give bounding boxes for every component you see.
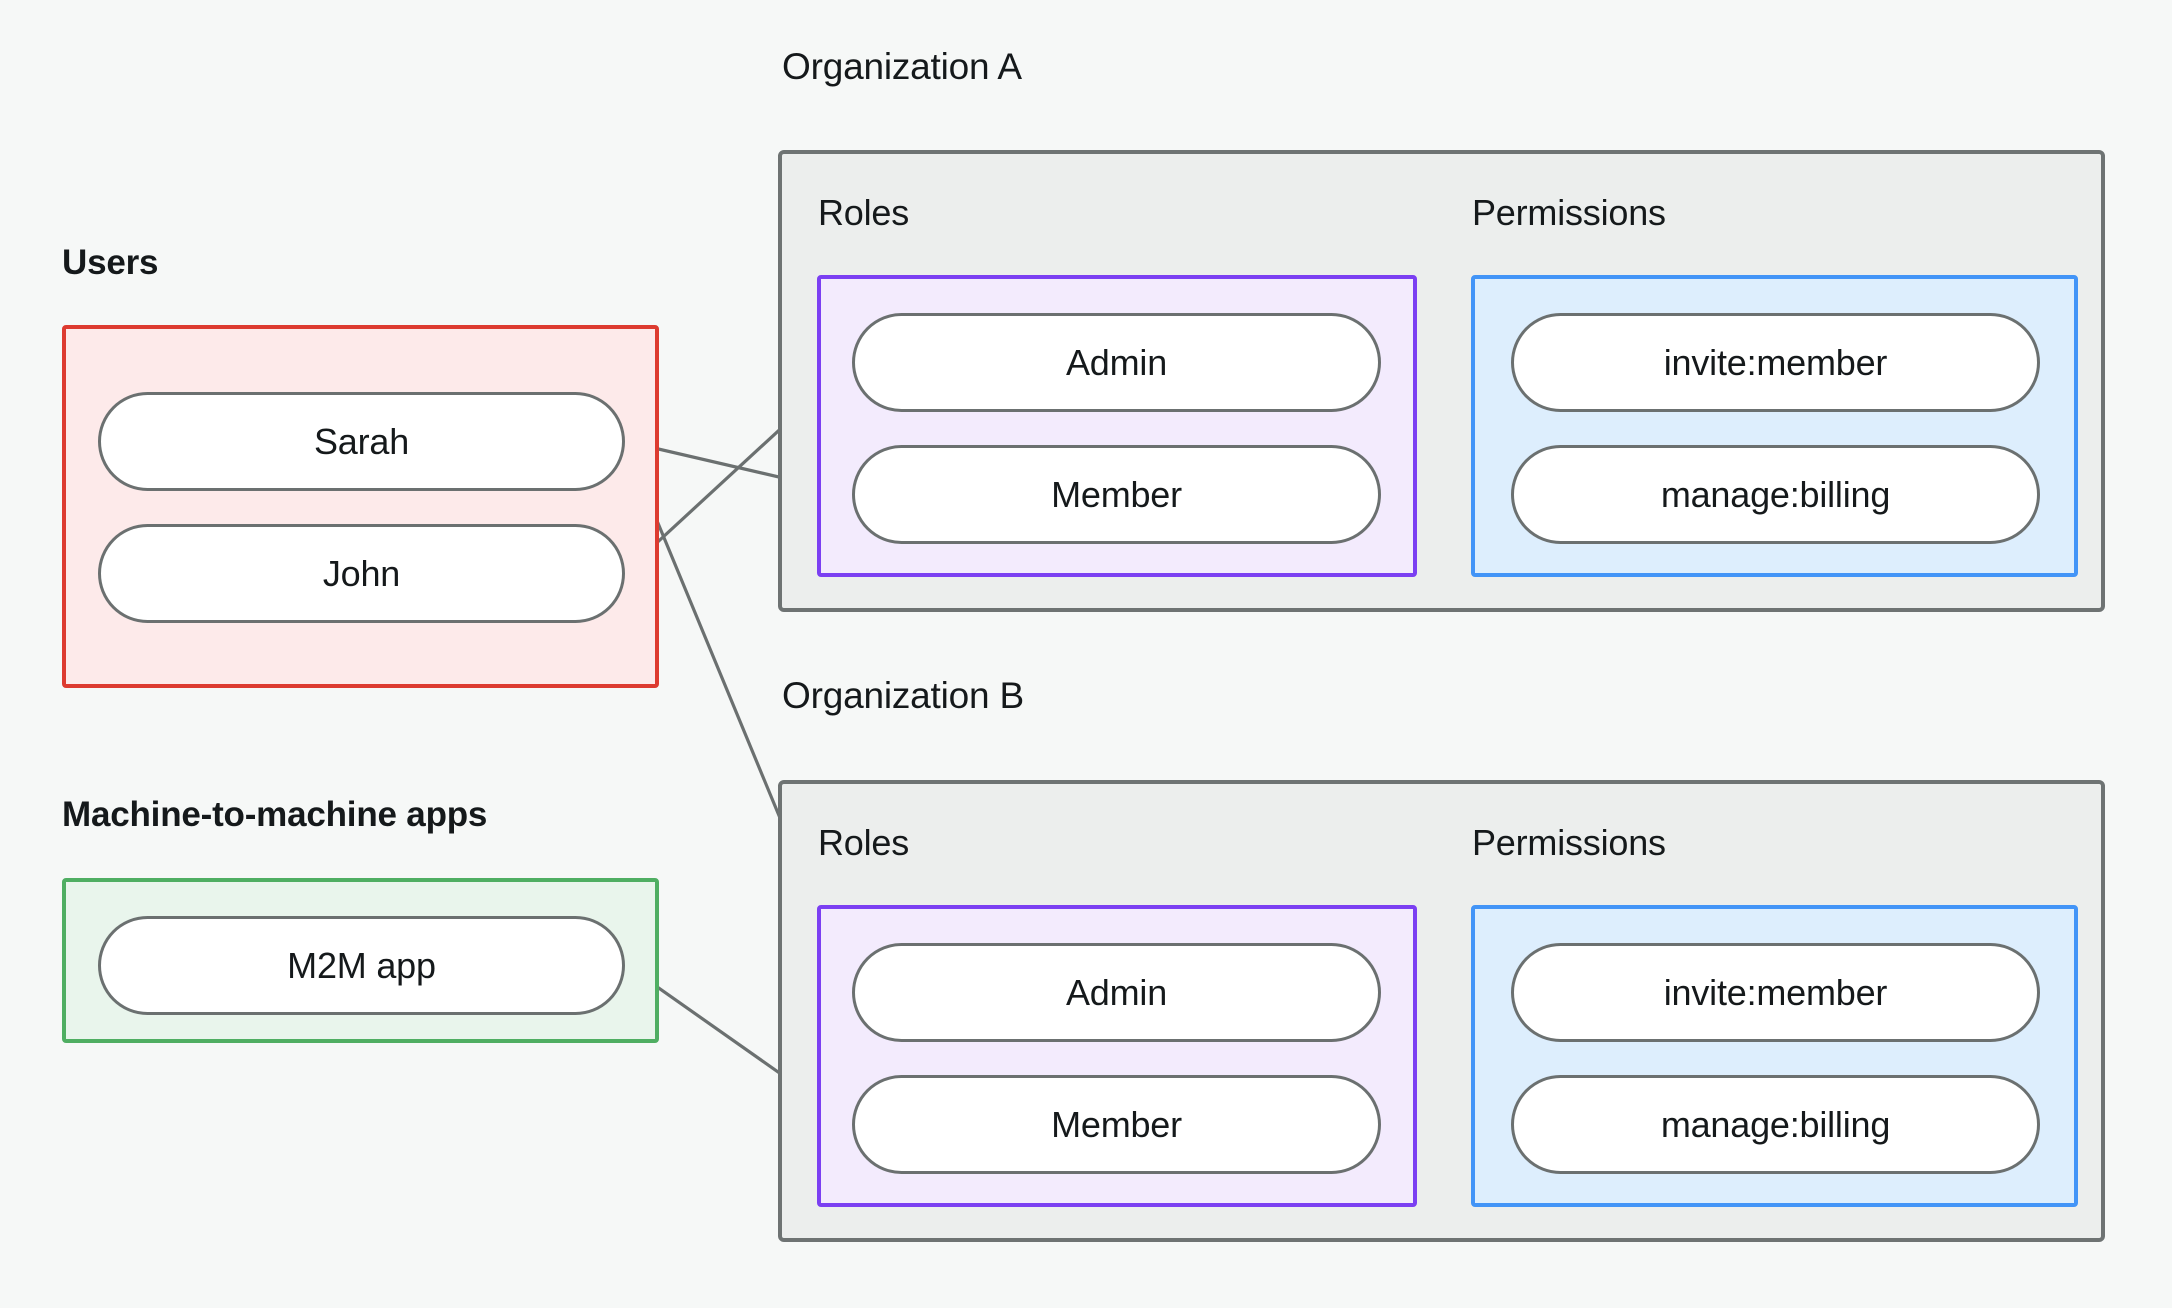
machine-apps-caption: Machine-to-machine apps (62, 795, 488, 834)
orgA-role-node-admin[interactable]: Admin (852, 313, 1381, 412)
organization-a-caption: Organization A (782, 46, 1022, 87)
user-node-sarah[interactable]: Sarah (98, 392, 625, 491)
orgB-role-node-member[interactable]: Member (852, 1075, 1381, 1174)
organization-a-roles-caption: Roles (818, 192, 910, 233)
m2m-node-m2m-app[interactable]: M2M app (98, 916, 625, 1015)
user-node-john[interactable]: John (98, 524, 625, 623)
orgB-permission-node-invite-member[interactable]: invite:member (1511, 943, 2040, 1042)
organization-a-permissions-caption: Permissions (1472, 192, 1666, 233)
orgB-role-node-admin[interactable]: Admin (852, 943, 1381, 1042)
organization-b-caption: Organization B (782, 675, 1024, 716)
users-group-box (62, 325, 659, 688)
organization-b-permissions-caption: Permissions (1472, 822, 1666, 863)
organization-b-roles-caption: Roles (818, 822, 910, 863)
orgB-permission-node-manage-billing[interactable]: manage:billing (1511, 1075, 2040, 1174)
orgA-permission-node-invite-member[interactable]: invite:member (1511, 313, 2040, 412)
orgA-role-node-member[interactable]: Member (852, 445, 1381, 544)
orgA-permission-node-manage-billing[interactable]: manage:billing (1511, 445, 2040, 544)
users-caption: Users (62, 243, 159, 282)
